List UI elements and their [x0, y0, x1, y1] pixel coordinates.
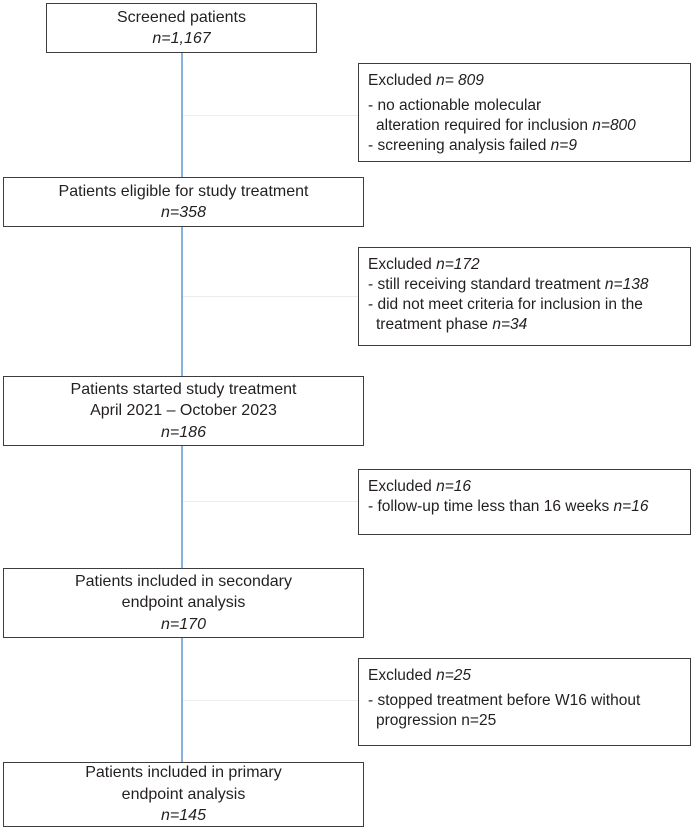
excluded-header: Excluded n=25 — [368, 666, 680, 686]
box-text-line: n=170 — [161, 614, 206, 636]
text-run: April 2021 – October 2023 — [90, 402, 277, 420]
n-value: n=172 — [436, 256, 480, 273]
text-run: - no actionable molecular — [368, 97, 542, 114]
box-text-line: n=145 — [161, 805, 206, 827]
box-text-line: Screened patients — [117, 7, 246, 29]
excluded-box-after-screening: Excluded n= 809 - no actionable molecular… — [358, 63, 691, 162]
flow-box-eligible-for-study-treatment: Patients eligible for study treatment n=3… — [3, 177, 364, 227]
n-value: n=34 — [492, 316, 528, 333]
text-run: - stopped treatment before W16 without — [368, 692, 641, 709]
text-run: alteration required for inclusion — [376, 117, 593, 134]
n-value: n=16 — [613, 498, 649, 515]
text-run: Excluded — [368, 256, 437, 273]
text-run: endpoint analysis — [121, 594, 246, 612]
text-run: Excluded — [368, 478, 437, 495]
excluded-reason-item: - screening analysis failed n=9 — [368, 136, 680, 156]
n-value: n=1,167 — [152, 30, 211, 47]
horizontal-connector-line-4 — [183, 700, 358, 701]
n-value: n=186 — [161, 423, 206, 441]
n-value: n=16 — [436, 478, 471, 495]
text-run: Excluded — [368, 72, 437, 89]
n-value: n=800 — [592, 117, 636, 134]
excluded-box-before-treatment: Excluded n=172- still receiving standard… — [358, 247, 691, 346]
n-value: n=9 — [550, 137, 577, 154]
n-value: n=170 — [161, 615, 206, 633]
text-run: Patients included in primary — [85, 764, 282, 782]
box-text-line: Patients started study treatment — [71, 379, 297, 401]
n-value: n=25 — [436, 667, 471, 684]
excluded-box-stopped-before-w16: Excluded n=25 - stopped treatment before … — [358, 658, 691, 746]
text-run: Screened patients — [117, 8, 246, 26]
n-value: n=138 — [604, 276, 649, 293]
box-text-line: April 2021 – October 2023 — [90, 400, 277, 422]
horizontal-connector-line-3 — [183, 501, 358, 502]
text-run: treatment phase — [376, 316, 493, 333]
text-run: - follow-up time less than 16 weeks — [368, 498, 614, 515]
excluded-box-short-follow-up: Excluded n=16- follow-up time less than … — [358, 469, 691, 535]
box-text-line: endpoint analysis — [122, 592, 246, 614]
box-text-line: endpoint analysis — [122, 784, 246, 806]
excluded-header: Excluded n=172 — [368, 255, 680, 275]
n-value: n=358 — [161, 204, 206, 221]
n-value: n= 809 — [436, 72, 484, 89]
horizontal-connector-line-1 — [183, 115, 358, 116]
text-run: Patients started study treatment — [70, 380, 297, 398]
text-run: Patients eligible for study treatment — [58, 182, 309, 200]
text-run: - did not meet criteria for inclusion in… — [368, 296, 643, 313]
text-run: progression n=25 — [376, 712, 497, 729]
flow-box-screened-patients: Screened patients n=1,167 — [46, 3, 317, 53]
n-value: n=145 — [161, 807, 206, 825]
horizontal-connector-line-2 — [183, 296, 358, 297]
box-text-line: n=358 — [161, 202, 206, 224]
text-run: endpoint analysis — [121, 785, 246, 803]
flow-box-primary-endpoint-analysis: Patients included in primary endpoint ana… — [3, 762, 364, 827]
flow-box-secondary-endpoint-analysis: Patients included in secondary endpoint a… — [3, 568, 364, 638]
box-text-line: Patients included in secondary — [75, 571, 292, 593]
excluded-reason-item: - still receiving standard treatment n=1… — [368, 275, 680, 295]
text-run: Excluded — [368, 667, 437, 684]
excluded-header: Excluded n= 809 — [368, 71, 680, 91]
text-run: - screening analysis failed — [368, 137, 551, 154]
text-run: - still receiving standard treatment — [368, 276, 605, 293]
excluded-reason-item: - did not meet criteria for inclusion in… — [368, 295, 680, 335]
excluded-header: Excluded n=16 — [368, 477, 680, 497]
excluded-reason-item: - no actionable molecular alteration requ… — [368, 96, 680, 136]
text-run: Patients included in secondary — [74, 572, 293, 590]
box-text-line: Patients included in primary — [85, 762, 282, 784]
excluded-reason-item: - stopped treatment before W16 without pr… — [368, 691, 680, 731]
box-text-line: n=1,167 — [152, 28, 210, 50]
excluded-reason-item: - follow-up time less than 16 weeks n=16 — [368, 497, 680, 517]
box-text-line: Patients eligible for study treatment — [59, 181, 309, 203]
box-text-line: n=186 — [161, 422, 206, 444]
